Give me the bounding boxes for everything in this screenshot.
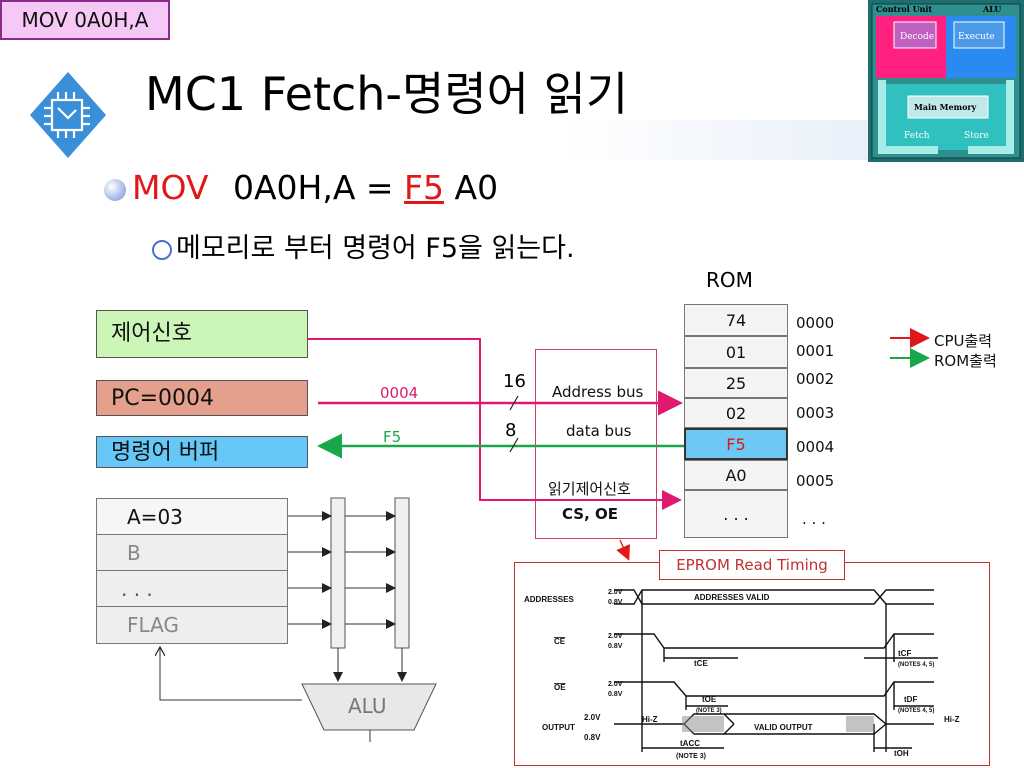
svg-text:0.8V: 0.8V xyxy=(608,643,623,650)
timing-waveforms: ADDRESSES CE OE OUTPUT 2.0V 0.8V 2.0V 0.… xyxy=(524,589,960,760)
internal-bus xyxy=(160,497,437,742)
bullet-dot-icon xyxy=(104,178,126,201)
address-bus-label: Address bus xyxy=(552,383,644,401)
svg-text:Hi-Z: Hi-Z xyxy=(944,715,960,724)
rom-address: 0004 xyxy=(796,438,835,456)
svg-text:tCE: tCE xyxy=(694,659,708,668)
bullet-2-text: 메모리로 부터 명령어 F5을 읽는다. xyxy=(176,233,575,264)
rom-cell-selected: F5 xyxy=(684,428,788,460)
register-more: . . . xyxy=(97,571,287,607)
pc-register: PC=0004 xyxy=(96,380,308,416)
alu-label: ALU xyxy=(348,694,387,718)
rom-cell: 25 xyxy=(684,368,788,398)
svg-text:tACC: tACC xyxy=(680,739,700,748)
data-bus-label: data bus xyxy=(566,422,632,440)
eprom-timing-title: EPROM Read Timing xyxy=(659,550,845,580)
data-value: F5 xyxy=(383,428,402,446)
address-width: 16 xyxy=(503,371,526,392)
rom-address: 0000 xyxy=(796,314,835,332)
svg-text:OE: OE xyxy=(554,683,566,692)
svg-text:tCF: tCF xyxy=(898,649,911,658)
svg-text:Decode: Decode xyxy=(900,32,934,42)
svg-text:ADDRESSES VALID: ADDRESSES VALID xyxy=(694,593,770,602)
svg-text:Control Unit: Control Unit xyxy=(876,4,932,14)
svg-text:0.8V: 0.8V xyxy=(608,599,623,606)
control-signal-box: 제어신호 xyxy=(96,310,308,358)
rom-cell: 02 xyxy=(684,398,788,428)
data-width: 8 xyxy=(505,420,517,441)
svg-text:CE: CE xyxy=(554,637,566,646)
svg-text:(NOTE 3): (NOTE 3) xyxy=(676,753,706,760)
rom-cell: 01 xyxy=(684,336,788,368)
rom-address: 0002 xyxy=(796,370,835,388)
svg-text:tDF: tDF xyxy=(904,695,917,704)
svg-text:(NOTE 3): (NOTE 3) xyxy=(696,708,722,714)
svg-text:2.0V: 2.0V xyxy=(584,713,601,722)
svg-text:(NOTES 4, 5): (NOTES 4, 5) xyxy=(898,662,934,668)
svg-text:Store: Store xyxy=(964,131,989,141)
cs-oe-label: CS, OE xyxy=(562,505,619,523)
bullet-1: MOV 0A0H,A = F5 A0 xyxy=(104,168,498,207)
svg-text:tOH: tOH xyxy=(894,749,909,758)
svg-text:tOE: tOE xyxy=(702,695,717,704)
opcode-f5: F5 xyxy=(404,168,445,207)
hollow-bullet-icon xyxy=(152,239,172,260)
svg-text:Main Memory: Main Memory xyxy=(914,102,977,112)
svg-text:Hi-Z: Hi-Z xyxy=(642,715,658,724)
register-file: A=03 B . . . FLAG xyxy=(96,498,288,644)
rom-address: 0005 xyxy=(796,472,835,490)
svg-text:(NOTES 4, 5): (NOTES 4, 5) xyxy=(898,708,934,714)
cpu-cycle-diagram: Control Unit ALU Decode Execute Main Mem… xyxy=(868,0,1024,162)
register-flag: FLAG xyxy=(127,613,179,637)
legend-cpu: CPU출력 xyxy=(934,332,993,350)
svg-text:2.0V: 2.0V xyxy=(608,681,623,688)
register-a: A=03 xyxy=(97,499,287,535)
eprom-timing-panel xyxy=(514,562,990,766)
rom-address: . . . xyxy=(802,510,826,528)
svg-text:ALU: ALU xyxy=(982,4,1001,14)
svg-text:2.0V: 2.0V xyxy=(608,589,623,596)
rom-address: 0003 xyxy=(796,404,835,422)
read-control-label: 읽기제어신호 xyxy=(548,480,631,498)
operand-text: 0A0H,A = xyxy=(232,168,394,207)
rom-cell: 74 xyxy=(684,304,788,336)
instruction-buffer: 명령어 버퍼 xyxy=(96,436,308,468)
address-value: 0004 xyxy=(380,384,419,402)
mov-keyword: MOV xyxy=(132,168,209,207)
page-title: MC1 Fetch-명령어 읽기 xyxy=(145,67,629,121)
legend-rom: ROM출력 xyxy=(934,352,997,370)
rom-cell: A0 xyxy=(684,460,788,490)
control-signal-line xyxy=(308,338,682,510)
header-band xyxy=(0,120,1024,160)
opcode-a0: A0 xyxy=(454,168,499,207)
rom-label: ROM xyxy=(706,268,753,292)
svg-text:VALID OUTPUT: VALID OUTPUT xyxy=(754,723,813,732)
alu-shape xyxy=(301,683,437,731)
svg-text:0.8V: 0.8V xyxy=(608,691,623,698)
svg-text:Execute: Execute xyxy=(958,32,995,42)
instruction-tag: MOV 0A0H,A xyxy=(0,0,170,40)
bus-interface-box xyxy=(535,349,657,539)
rom-address: 0001 xyxy=(796,342,835,360)
rom-cell: . . . xyxy=(684,490,788,538)
svg-text:ADDRESSES: ADDRESSES xyxy=(524,595,574,604)
circuit-logo xyxy=(30,72,106,158)
svg-text:2.0V: 2.0V xyxy=(608,633,623,640)
register-b: B xyxy=(97,535,287,571)
rom-column: 74 01 25 02 F5 A0 . . . xyxy=(684,304,788,538)
svg-text:Fetch: Fetch xyxy=(904,131,930,141)
bullet-2: 메모리로 부터 명령어 F5을 읽는다. xyxy=(152,226,575,265)
svg-text:0.8V: 0.8V xyxy=(584,733,601,742)
svg-text:OUTPUT: OUTPUT xyxy=(542,723,575,732)
